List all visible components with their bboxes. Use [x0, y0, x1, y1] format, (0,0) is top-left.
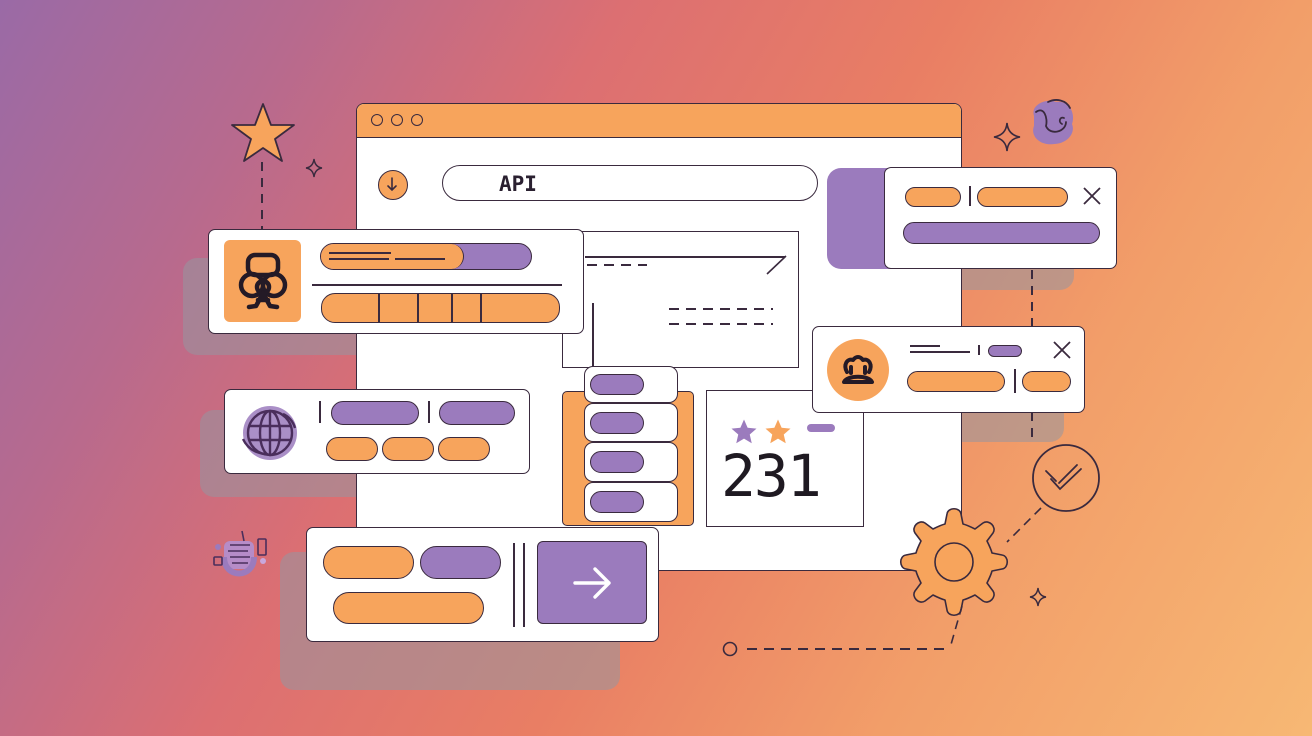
- close-icon[interactable]: [1053, 341, 1071, 359]
- globe-card-separator: [428, 401, 430, 423]
- stats-indicator-pill: [807, 424, 835, 432]
- check-connector-top: [1031, 270, 1033, 330]
- notification-separator: [969, 186, 971, 206]
- progress-fill: [321, 244, 464, 269]
- node-circle: [722, 641, 738, 657]
- user-avatar: [827, 339, 889, 401]
- window-close-dot[interactable]: [371, 114, 383, 126]
- panel-corner-slash: [766, 255, 787, 275]
- star-icon: [231, 103, 295, 162]
- panel-dash-row-2: [669, 323, 773, 325]
- globe-chip[interactable]: [326, 437, 378, 461]
- notification-top-card[interactable]: [884, 167, 1117, 269]
- gear-check-connector: [1006, 507, 1042, 543]
- globe-card-separator: [319, 401, 321, 423]
- download-button[interactable]: [378, 170, 408, 200]
- action-chip[interactable]: [323, 546, 414, 579]
- robot-icon: [213, 530, 267, 577]
- notification-bar: [903, 222, 1100, 244]
- address-bar[interactable]: API: [442, 165, 818, 201]
- segment-divider: [480, 294, 482, 322]
- user-separator: [1014, 369, 1016, 393]
- sparkle-icon: [305, 158, 323, 178]
- progress-line: [329, 258, 389, 260]
- globe-chip[interactable]: [382, 437, 434, 461]
- panel-dash-line: [587, 264, 647, 266]
- globe-chip[interactable]: [438, 437, 490, 461]
- user-line: [910, 345, 940, 347]
- user-status-pill: [988, 345, 1022, 357]
- check-connector-mid: [1031, 412, 1033, 444]
- action-chip-wide[interactable]: [333, 592, 484, 624]
- list-item[interactable]: [584, 442, 678, 482]
- panel-divider: [585, 256, 785, 258]
- notification-user-card[interactable]: [812, 326, 1085, 413]
- list-item[interactable]: [584, 403, 678, 442]
- list-item[interactable]: [584, 482, 678, 522]
- notification-tag: [905, 187, 961, 207]
- list-item[interactable]: [584, 366, 678, 403]
- address-bar-text: API: [499, 172, 537, 196]
- stats-value: 231: [721, 442, 822, 510]
- action-chip[interactable]: [420, 546, 501, 579]
- close-icon[interactable]: [1082, 186, 1102, 206]
- progress-bar: [320, 243, 532, 270]
- users-icon: [842, 355, 874, 384]
- action-card[interactable]: [306, 527, 659, 642]
- globe-tag[interactable]: [439, 401, 515, 425]
- star-purple-icon: [731, 419, 757, 444]
- user-action-pill[interactable]: [907, 371, 1005, 392]
- segmented-bar[interactable]: [321, 293, 560, 323]
- panel-dash-row-1: [669, 308, 773, 310]
- user-separator: [978, 345, 980, 355]
- list-item-pill: [590, 412, 644, 434]
- network-card-divider: [312, 284, 562, 286]
- progress-line: [395, 258, 445, 260]
- blob-icon: [1033, 99, 1074, 145]
- browser-titlebar: [357, 104, 961, 138]
- globe-card[interactable]: [224, 389, 530, 474]
- globe-icon: [241, 406, 297, 460]
- segment-divider: [417, 294, 419, 322]
- sparkle-icon: [993, 122, 1021, 152]
- bottom-connector: [747, 648, 950, 650]
- download-arrow-icon: [387, 177, 398, 192]
- window-minimize-dot[interactable]: [391, 114, 403, 126]
- arrow-right-icon: [573, 567, 611, 599]
- action-separator: [513, 543, 515, 627]
- user-action-pill[interactable]: [1022, 371, 1071, 392]
- segment-divider: [378, 294, 380, 322]
- list-item-pill: [590, 374, 644, 395]
- gear-bottom-connector: [949, 605, 963, 649]
- gear-icon: [899, 507, 1009, 617]
- progress-line: [329, 252, 391, 254]
- check-circle-icon: [1032, 444, 1100, 512]
- segment-divider: [451, 294, 453, 322]
- globe-tag[interactable]: [331, 401, 419, 425]
- list-item-pill: [590, 451, 644, 473]
- network-icon-tile: [224, 240, 301, 322]
- network-nodes-icon: [238, 252, 288, 310]
- window-maximize-dot[interactable]: [411, 114, 423, 126]
- user-line: [910, 351, 970, 353]
- star-connector: [261, 162, 263, 230]
- panel-vertical-line: [592, 303, 594, 373]
- star-orange-icon: [765, 419, 791, 444]
- network-card[interactable]: [208, 229, 584, 334]
- notification-tag: [977, 187, 1068, 207]
- sparkle-icon: [1029, 587, 1047, 607]
- list-item-pill: [590, 491, 644, 513]
- action-separator: [523, 543, 525, 627]
- next-button[interactable]: [537, 541, 647, 624]
- content-panel: [562, 231, 799, 368]
